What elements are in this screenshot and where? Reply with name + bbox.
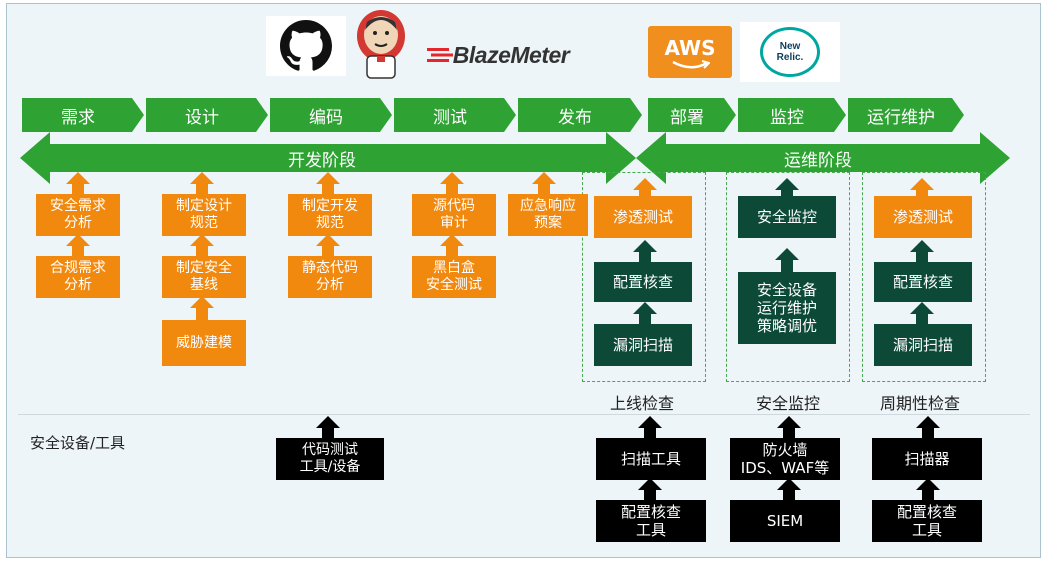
ops-phase-arrow (636, 132, 1010, 184)
activity-dev-standards: 制定开发 规范 (288, 194, 372, 236)
activity-security-baseline: 制定安全 基线 (162, 256, 246, 298)
stage-monitor: 监控 (738, 98, 846, 132)
newrelic-logo: New Relic. (740, 22, 840, 82)
stage-requirements: 需求 (22, 98, 144, 132)
activity-incident-response: 应急响应 预案 (508, 194, 588, 236)
tool-scanner: 扫描器 (872, 438, 982, 480)
tool-siem: SIEM (730, 500, 840, 542)
jenkins-icon (352, 8, 410, 80)
tool-firewall-ids-waf: 防火墙 IDS、WAF等 (730, 438, 840, 480)
stage-testing: 测试 (394, 98, 516, 132)
activity-periodic-vuln-scan: 漏洞扫描 (874, 324, 972, 366)
tool-config-check: 配置核查 工具 (596, 500, 706, 542)
activity-security-requirements: 安全需求 分析 (36, 194, 120, 236)
activity-vuln-scan: 漏洞扫描 (594, 324, 692, 366)
aws-logo: AWS (648, 26, 732, 78)
group-label-online-check: 上线检查 (610, 394, 675, 413)
stage-release: 发布 (518, 98, 642, 132)
separator-line (18, 414, 1030, 415)
stage-coding: 编码 (270, 98, 392, 132)
stage-operations: 运行维护 (848, 98, 964, 132)
activity-security-monitoring: 安全监控 (738, 196, 836, 238)
activity-periodic-penetration-test: 渗透测试 (874, 196, 972, 238)
arrow-up-icon (66, 172, 90, 196)
activity-config-check: 配置核查 (594, 262, 692, 302)
group-label-periodic-check: 周期性检查 (880, 394, 961, 413)
security-monitor-group (726, 172, 850, 382)
activity-source-audit: 源代码 审计 (412, 194, 496, 236)
tool-scanning: 扫描工具 (596, 438, 706, 480)
tool-periodic-config-check: 配置核查 工具 (872, 500, 982, 542)
github-icon (266, 16, 346, 76)
tool-code-testing: 代码测试 工具/设备 (276, 438, 384, 480)
activity-penetration-test: 渗透测试 (594, 196, 692, 238)
dev-phase-arrow (20, 132, 636, 184)
dev-phase-label: 开发阶段 (288, 151, 356, 171)
activity-security-testing: 黑白盒 安全测试 (412, 256, 496, 298)
activity-threat-modeling: 威胁建模 (162, 320, 246, 366)
activity-compliance-requirements: 合规需求 分析 (36, 256, 120, 298)
stage-deploy: 部署 (648, 98, 736, 132)
activity-periodic-config-check: 配置核查 (874, 262, 972, 302)
ops-phase-label: 运维阶段 (784, 151, 852, 171)
online-check-group (582, 172, 706, 382)
phase-arrows (20, 132, 1010, 184)
activity-static-analysis: 静态代码 分析 (288, 256, 372, 298)
group-label-security-monitor: 安全监控 (756, 394, 821, 413)
blazemeter-logo: BlazeMeter (412, 38, 584, 72)
activity-device-maintenance: 安全设备 运行维护 策略调优 (738, 272, 836, 344)
tools-section-label: 安全设备/工具 (30, 434, 126, 452)
activity-design-standards: 制定设计 规范 (162, 194, 246, 236)
stage-design: 设计 (146, 98, 268, 132)
periodic-check-group (862, 172, 986, 382)
